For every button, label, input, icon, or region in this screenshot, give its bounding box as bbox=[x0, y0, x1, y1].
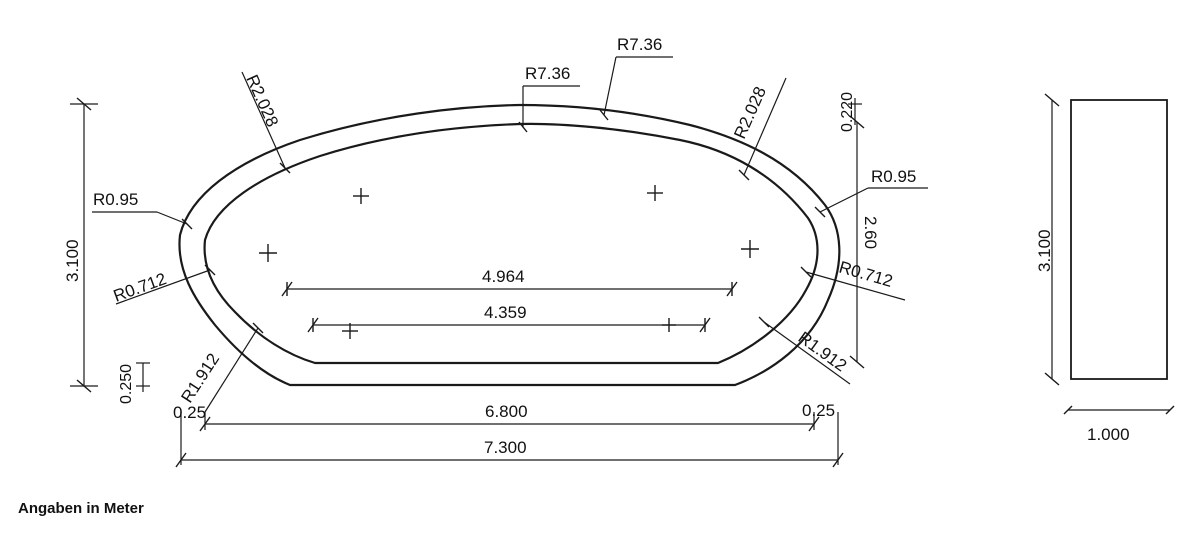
label-height-right: 2.60 bbox=[861, 216, 880, 249]
dimension-rect-width bbox=[1063, 405, 1175, 415]
side-section-rect bbox=[1070, 99, 1168, 380]
dimension-height-right bbox=[849, 115, 865, 369]
dimension-top-offset bbox=[848, 98, 862, 125]
inner-profile bbox=[203, 122, 819, 365]
outer-profile bbox=[178, 103, 841, 387]
label-bottom-offset: 0.250 bbox=[118, 364, 135, 404]
units-caption: Angaben in Meter bbox=[18, 500, 144, 517]
label-r2-028-left: R2.028 bbox=[242, 72, 282, 130]
label-r0-95-left: R0.95 bbox=[93, 190, 138, 209]
dimension-4964 bbox=[281, 281, 738, 297]
label-height-left: 3.100 bbox=[63, 239, 82, 282]
side-extensions bbox=[180, 412, 839, 465]
radius-leader-ticks bbox=[181, 109, 826, 334]
label-4359: 4.359 bbox=[484, 303, 527, 322]
label-4964: 4.964 bbox=[482, 267, 525, 286]
label-r0-712-left: R0.712 bbox=[111, 269, 169, 306]
label-6800: 6.800 bbox=[485, 402, 528, 421]
label-r0-95-right: R0.95 bbox=[871, 167, 916, 186]
label-r2-028-right: R2.028 bbox=[730, 84, 770, 142]
label-side-left: 0.25 bbox=[173, 403, 206, 422]
label-7300: 7.300 bbox=[484, 438, 527, 457]
label-rect-width: 1.000 bbox=[1087, 425, 1130, 444]
label-r1-912-left: R1.912 bbox=[177, 350, 223, 406]
label-r0-712-right: R0.712 bbox=[837, 258, 895, 291]
dimension-bottom-offset bbox=[136, 362, 150, 392]
radius-leaders bbox=[92, 56, 928, 413]
dimension-4359 bbox=[307, 317, 711, 333]
label-r1-912-right: R1.912 bbox=[795, 328, 851, 376]
label-r7-36-inner: R7.36 bbox=[525, 64, 570, 83]
dimension-rect-height bbox=[1044, 93, 1060, 386]
label-r7-36-outer: R7.36 bbox=[617, 35, 662, 54]
label-side-right: 0.25 bbox=[802, 401, 835, 420]
dimension-height-left bbox=[70, 97, 98, 393]
label-top-offset: 0.220 bbox=[839, 92, 856, 132]
label-rect-height: 3.100 bbox=[1035, 229, 1054, 272]
